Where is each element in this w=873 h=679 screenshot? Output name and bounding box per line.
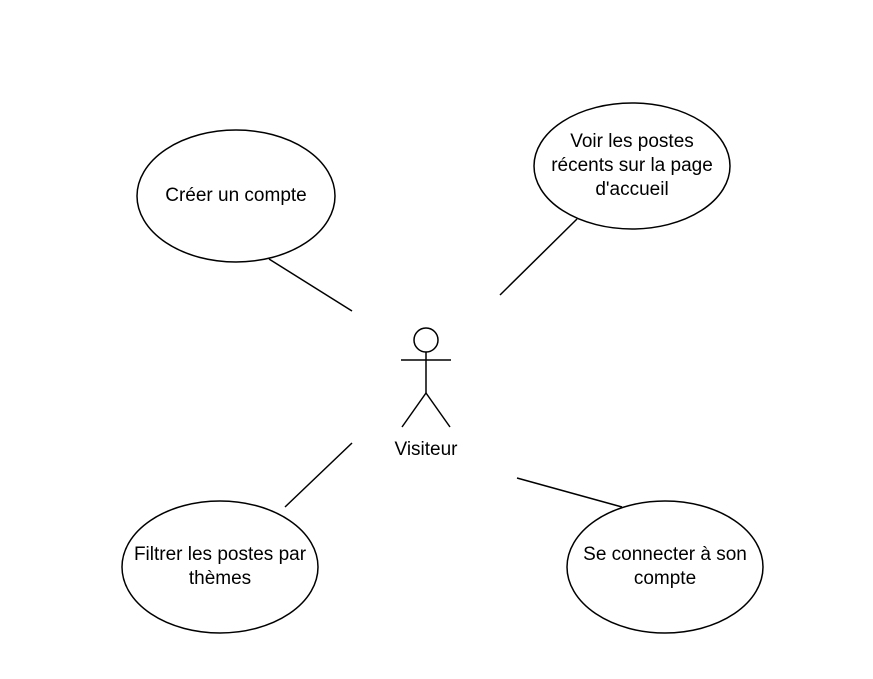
association-line-creer-compte: [268, 258, 353, 312]
actor-left-leg: [401, 392, 427, 428]
use-case-ellipse-voir-postes[interactable]: [533, 102, 731, 230]
association-line-se-connecter: [516, 477, 623, 508]
actor-head: [413, 327, 439, 353]
use-case-ellipse-creer-compte[interactable]: [136, 129, 336, 263]
association-line-filtrer-postes: [284, 442, 353, 508]
actor-right-leg: [425, 392, 451, 428]
association-line-voir-postes: [499, 218, 578, 296]
actor-label: Visiteur: [394, 439, 458, 460]
actor-stick-figure-icon[interactable]: [401, 327, 451, 428]
use-case-ellipse-filtrer-postes[interactable]: [121, 500, 319, 634]
use-case-ellipse-se-connecter[interactable]: [566, 500, 764, 634]
